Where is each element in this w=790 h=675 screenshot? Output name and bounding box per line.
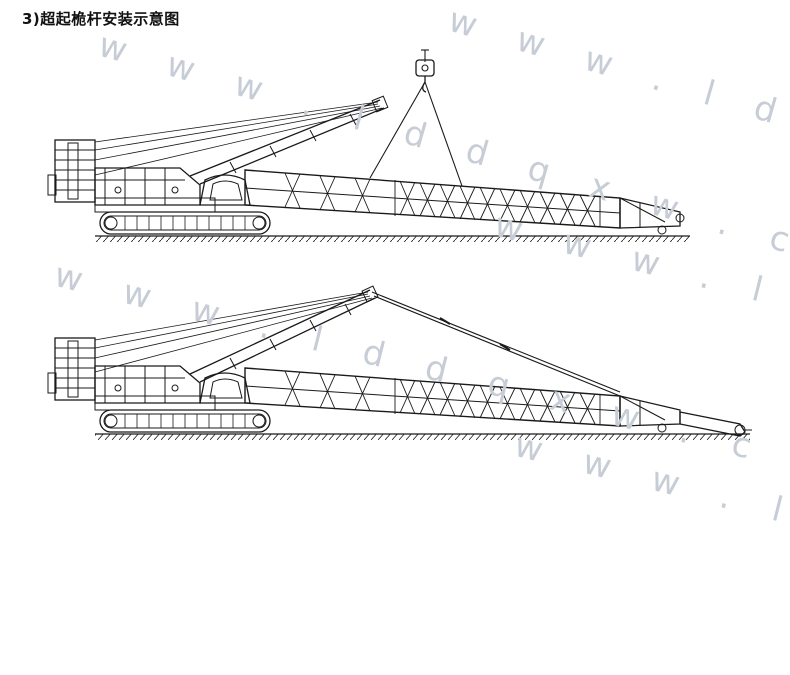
- mast-top: [189, 95, 389, 185]
- upper-body: [94, 167, 251, 213]
- crawler-track: [99, 409, 271, 433]
- upper-body: [94, 365, 251, 411]
- counterweight: [47, 337, 96, 401]
- pendant-lines-bottom: [94, 291, 373, 373]
- mast-bottom: [189, 285, 379, 383]
- lattice-boom-top: [244, 169, 685, 235]
- crane-diagram: [47, 49, 752, 440]
- page-title: 3)超起桅杆安装示意图: [22, 10, 180, 28]
- counterweight: [47, 139, 96, 203]
- boom-pendant: [371, 291, 621, 397]
- top-scene: [47, 49, 690, 242]
- pendant-lines-top: [94, 101, 383, 176]
- lifting-hook: [369, 49, 463, 187]
- crawler-track: [99, 211, 271, 235]
- ground-hatch: [95, 236, 690, 242]
- lattice-boom-bottom: [244, 367, 752, 437]
- ground-hatch: [95, 434, 750, 440]
- bottom-scene: [47, 285, 752, 440]
